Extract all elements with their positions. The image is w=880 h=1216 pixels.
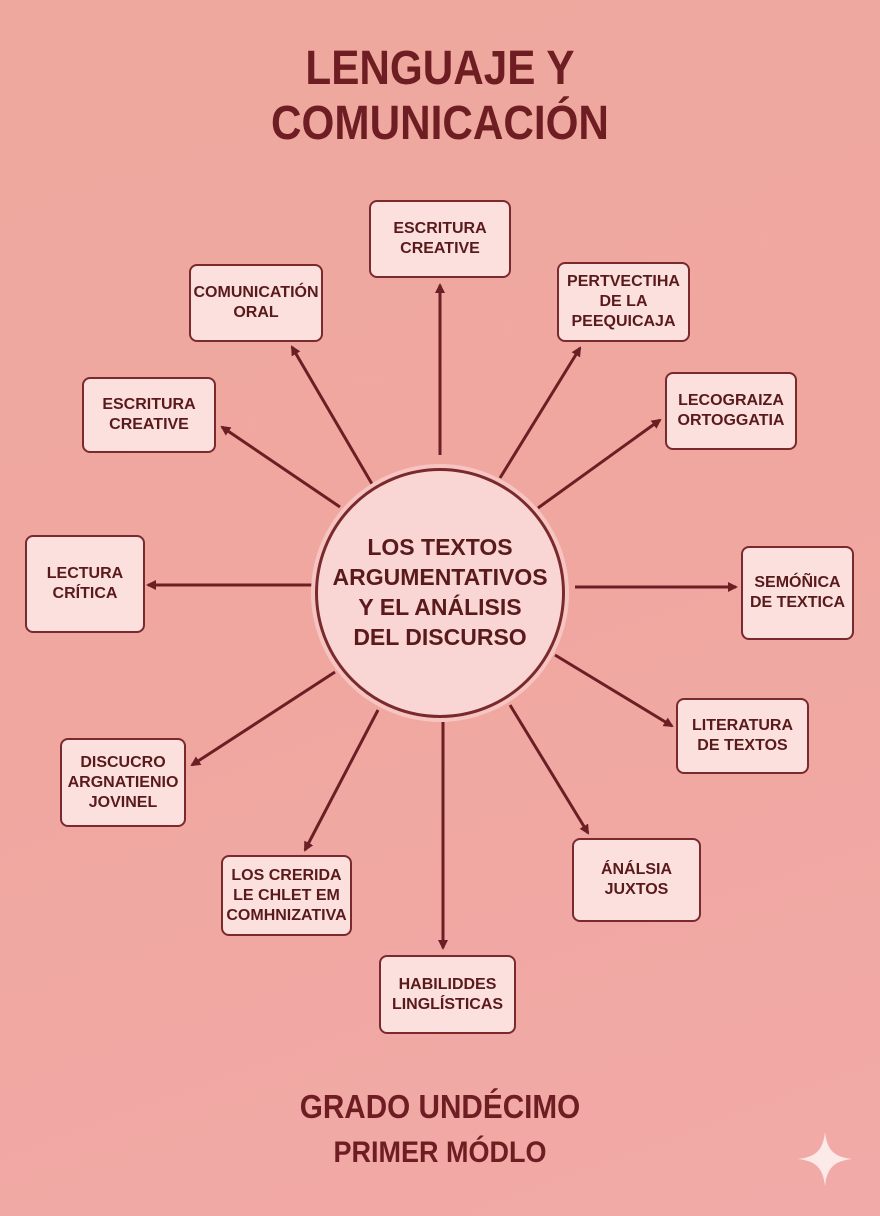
sparkle-icon [798,1132,852,1186]
arrow-left-lower [190,670,336,767]
node-discurso: DISCUCRO ARGNATIENIO JOVINEL [60,738,186,827]
arrow-bottom-right [508,704,590,835]
arrow-bottom-left [303,709,380,852]
arrow-top-right [498,346,582,479]
arrow-left-upper [220,425,341,509]
node-lexicografia: LECOGRAIZA ORTOGGATIA [665,372,797,450]
node-habilidades: HABILIDDES LINGLÍSTICAS [379,955,516,1034]
node-comunicacion-oral: COMUNICATIÓN ORAL [189,264,323,342]
node-perspectiva: PERTVECTIHA DE LA PEEQUICAJA [557,262,690,342]
node-literatura: LITERATURA DE TEXTOS [676,698,809,774]
module-label: PRIMER MÓDLO [333,1136,547,1169]
node-escritura-creative-top: ESCRITURA CREATIVE [369,200,511,278]
arrow-right-upper [537,418,662,510]
node-escritura-creative-left: ESCRITURA CREATIVE [82,377,216,453]
arrow-top-left [290,345,374,485]
page-title-line1: LENGUAJE Y [305,42,575,95]
node-semantica: SEMÓÑICA DE TEXTICA [741,546,854,640]
arrow-right-lower [554,653,674,728]
node-competencia: LOS CRERIDA LE CHLET EM COMHNIZATIVA [221,855,352,936]
node-lectura-critica: LECTURA CRÍTICA [25,535,145,633]
central-topic: LOS TEXTOS ARGUMENTATIVOS Y EL ANÁLISIS … [315,468,565,718]
grade-label: GRADO UNDÉCIMO [299,1088,581,1125]
node-analisis: ÁNÁLSIA JUXTOS [572,838,701,922]
page-title-line2: COMUNICACIÓN [271,97,609,150]
